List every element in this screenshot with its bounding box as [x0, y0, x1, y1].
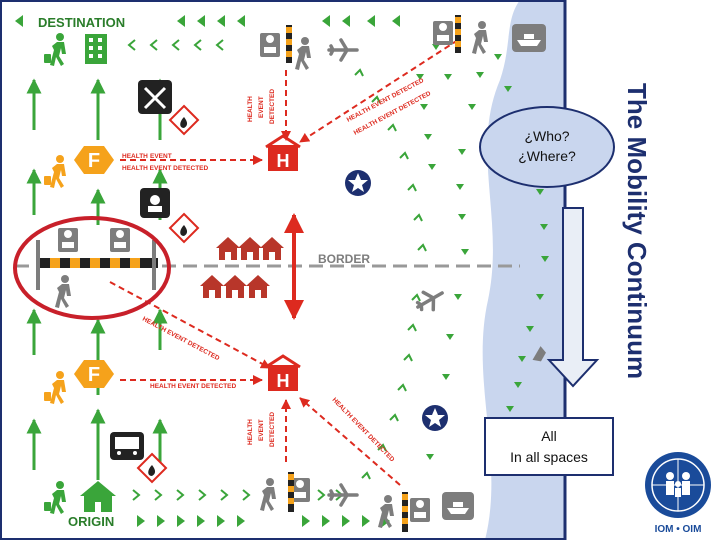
ship-icon: [532, 346, 546, 362]
guard-icon: [260, 33, 280, 57]
svg-text:HEALTH: HEALTH: [247, 419, 254, 445]
airplane-icon: [327, 38, 359, 62]
barrier-icon: [455, 15, 461, 53]
facility-hexagon-bottom: F: [74, 360, 114, 388]
walking-person-icon: [44, 481, 66, 514]
border-label: BORDER: [318, 252, 370, 266]
all-spaces-box: [484, 417, 614, 476]
svg-text:HEALTH EVENT DETECTED: HEALTH EVENT DETECTED: [122, 165, 208, 172]
origin-flow-arrows: [137, 515, 390, 527]
building-icon: [85, 34, 107, 64]
ship-icon: [442, 492, 474, 520]
svg-text:HEALTH EVENT DETECTED: HEALTH EVENT DETECTED: [141, 316, 221, 363]
svg-text:HEALTH EVENT DETECTED: HEALTH EVENT DETECTED: [150, 383, 236, 390]
origin-flow-arrows-secondary: [132, 489, 344, 501]
hammer-pick-icon: [138, 80, 172, 114]
guard-icon: [140, 188, 170, 218]
star-icon: [422, 405, 448, 431]
guard-icon: [433, 21, 453, 45]
walking-person-icon: [295, 37, 311, 70]
mobility-continuum-title: The Mobility Continuum: [622, 83, 652, 379]
svg-text:EVENT: EVENT: [150, 153, 172, 160]
walking-person-icon: [44, 33, 66, 66]
continuum-down-arrow: [546, 207, 600, 388]
all-label: All: [541, 428, 557, 444]
walking-person-icon: [44, 155, 66, 188]
guard-icon: [410, 498, 430, 522]
barrier-icon: [288, 472, 294, 512]
walking-person-icon: [260, 478, 276, 511]
walking-person-icon: [472, 21, 488, 54]
flame-hazard-icon: [168, 104, 200, 136]
origin-label: ORIGIN: [68, 514, 114, 529]
svg-text:EVENT: EVENT: [258, 96, 265, 118]
svg-text:DETECTED: DETECTED: [269, 412, 276, 447]
flame-hazard-icon: [136, 452, 168, 484]
svg-text:EVENT: EVENT: [258, 419, 265, 441]
iom-logo-icon: [645, 452, 711, 518]
star-icon: [345, 170, 371, 196]
barrier-icon: [402, 492, 408, 532]
facility-hexagon-top: F: [74, 146, 114, 174]
destination-flow-arrows-secondary: [127, 39, 224, 51]
iom-logo-text: IOM • OIM: [655, 524, 702, 535]
svg-text:H: H: [277, 151, 290, 171]
svg-text:HEALTH: HEALTH: [247, 96, 254, 122]
svg-text:F: F: [88, 150, 100, 172]
house-icon: [80, 481, 116, 512]
walking-person-icon: [55, 275, 71, 308]
ship-icon: [512, 24, 546, 52]
airplane-icon: [327, 483, 359, 507]
all-spaces-label: In all spaces: [510, 449, 588, 465]
hospital-icon: H: [265, 354, 301, 391]
where-label: ¿Where?: [518, 148, 576, 164]
guard-icon: [110, 228, 130, 252]
airplane-icon: [411, 282, 449, 318]
bus-icon: [110, 432, 144, 460]
who-label: ¿Who?: [524, 128, 569, 144]
svg-text:DETECTED: DETECTED: [269, 89, 276, 124]
barrier-icon: [36, 240, 158, 290]
flame-hazard-icon: [168, 212, 200, 244]
barrier-icon: [286, 25, 292, 63]
health-event-routes: [109, 39, 459, 486]
svg-text:H: H: [277, 371, 290, 391]
svg-text:HEALTH EVENT DETECTED: HEALTH EVENT DETECTED: [331, 397, 396, 464]
focus-circle: [13, 216, 171, 320]
who-where-callout: [479, 106, 615, 188]
vertical-flow-arrows: [26, 78, 168, 480]
svg-text:HEALTH: HEALTH: [122, 153, 148, 160]
destination-arrow-marks: [15, 15, 23, 27]
destination-label: DESTINATION: [38, 15, 125, 30]
diagonal-flow-chevrons: [354, 68, 427, 480]
walking-person-icon: [44, 371, 66, 404]
diagram-frame: [0, 0, 566, 540]
hospital-icon: H: [265, 134, 301, 171]
destination-flow-arrows: [177, 15, 400, 27]
guard-icon: [58, 228, 78, 252]
svg-text:F: F: [88, 364, 100, 386]
